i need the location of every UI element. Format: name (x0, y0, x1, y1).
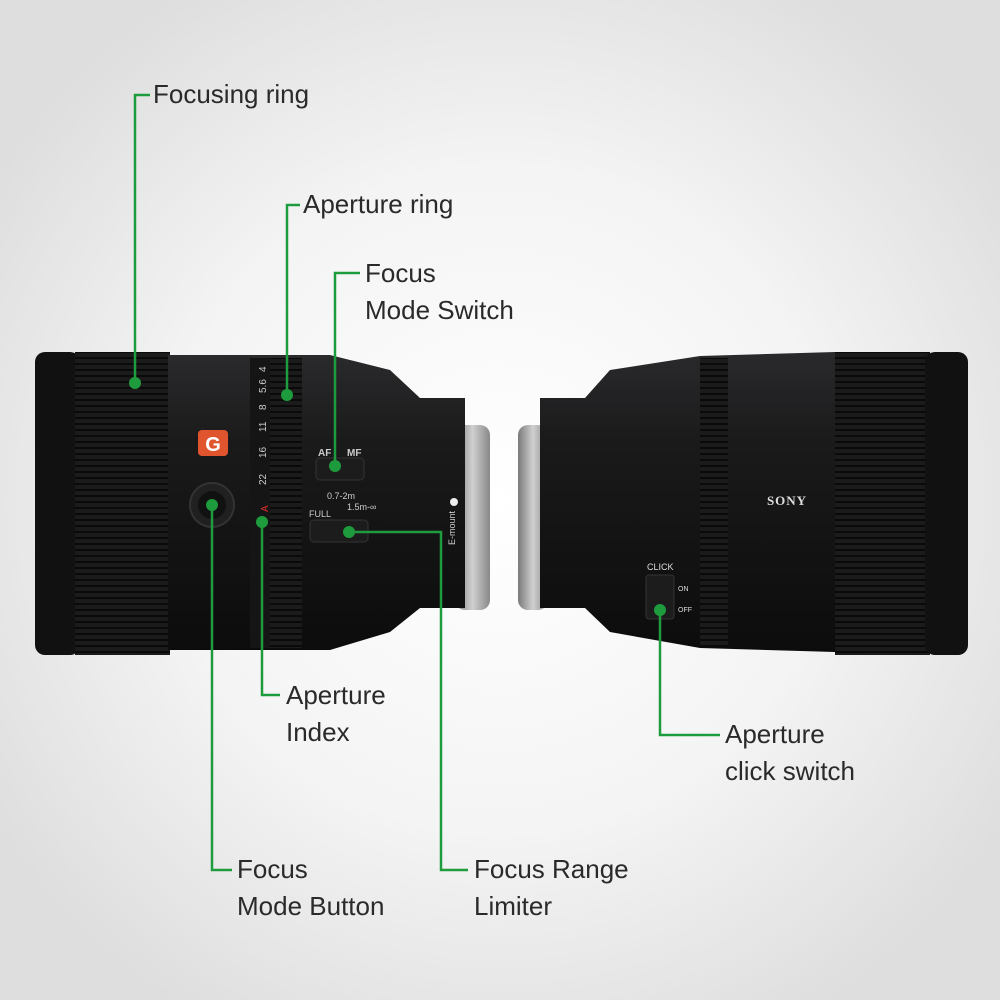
g-badge (198, 430, 228, 456)
svg-text:0.7-2m: 0.7-2m (327, 491, 355, 501)
svg-text:FULL: FULL (309, 509, 331, 519)
callout-dots (129, 377, 666, 616)
svg-text:CLICK: CLICK (647, 562, 674, 572)
lens-side-left: G 22 16 11 8 5.6 4 A AF MF 0.7-2m FULL 1… (35, 352, 490, 655)
callout-lines (133, 93, 720, 872)
focusing-ring[interactable] (75, 352, 170, 655)
aperture-index: A (260, 505, 271, 512)
svg-text:4: 4 (258, 366, 269, 372)
g-badge-text: G (205, 434, 221, 456)
svg-text:5.6: 5.6 (258, 379, 269, 393)
svg-text:E-mount: E-mount (447, 510, 457, 545)
svg-text:AF: AF (318, 448, 331, 459)
svg-text:1.5m-∞: 1.5m-∞ (347, 502, 376, 512)
aperture-ring[interactable] (268, 358, 302, 648)
lens-side-right: SONY CLICK ON OFF (518, 352, 968, 655)
label-aperture-ring: Aperture ring (303, 189, 454, 219)
svg-text:MF: MF (347, 448, 361, 459)
sony-logo: SONY (767, 493, 807, 508)
label-focusing-ring: Focusing ring (153, 79, 310, 109)
svg-text:OFF: OFF (678, 607, 692, 614)
svg-text:8: 8 (258, 404, 269, 410)
svg-text:11: 11 (258, 421, 269, 432)
svg-text:22: 22 (258, 473, 269, 485)
svg-text:16: 16 (258, 446, 269, 458)
svg-text:ON: ON (678, 586, 689, 593)
